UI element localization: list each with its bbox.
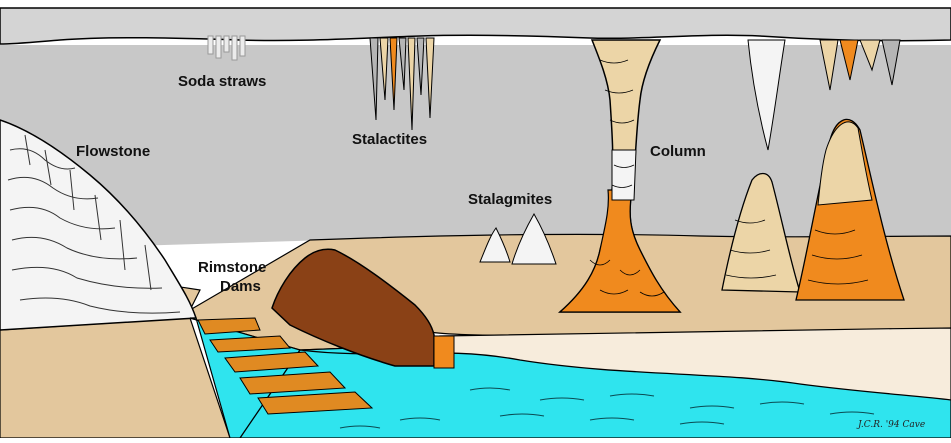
label-flowstone: Flowstone: [76, 142, 150, 161]
label-rimstone-line2: Dams: [220, 277, 266, 296]
lower-slope: [0, 318, 230, 438]
label-column: Column: [650, 142, 706, 161]
label-rimstone-line1: Rimstone: [198, 258, 266, 277]
label-stalactites: Stalactites: [352, 130, 427, 149]
label-stalagmites: Stalagmites: [468, 190, 552, 209]
label-soda-straws: Soda straws: [178, 72, 266, 91]
label-rimstone: Rimstone Dams: [198, 258, 266, 296]
orange-block: [434, 336, 454, 368]
artist-signature: J.C.R. '94 Cave: [858, 420, 925, 430]
